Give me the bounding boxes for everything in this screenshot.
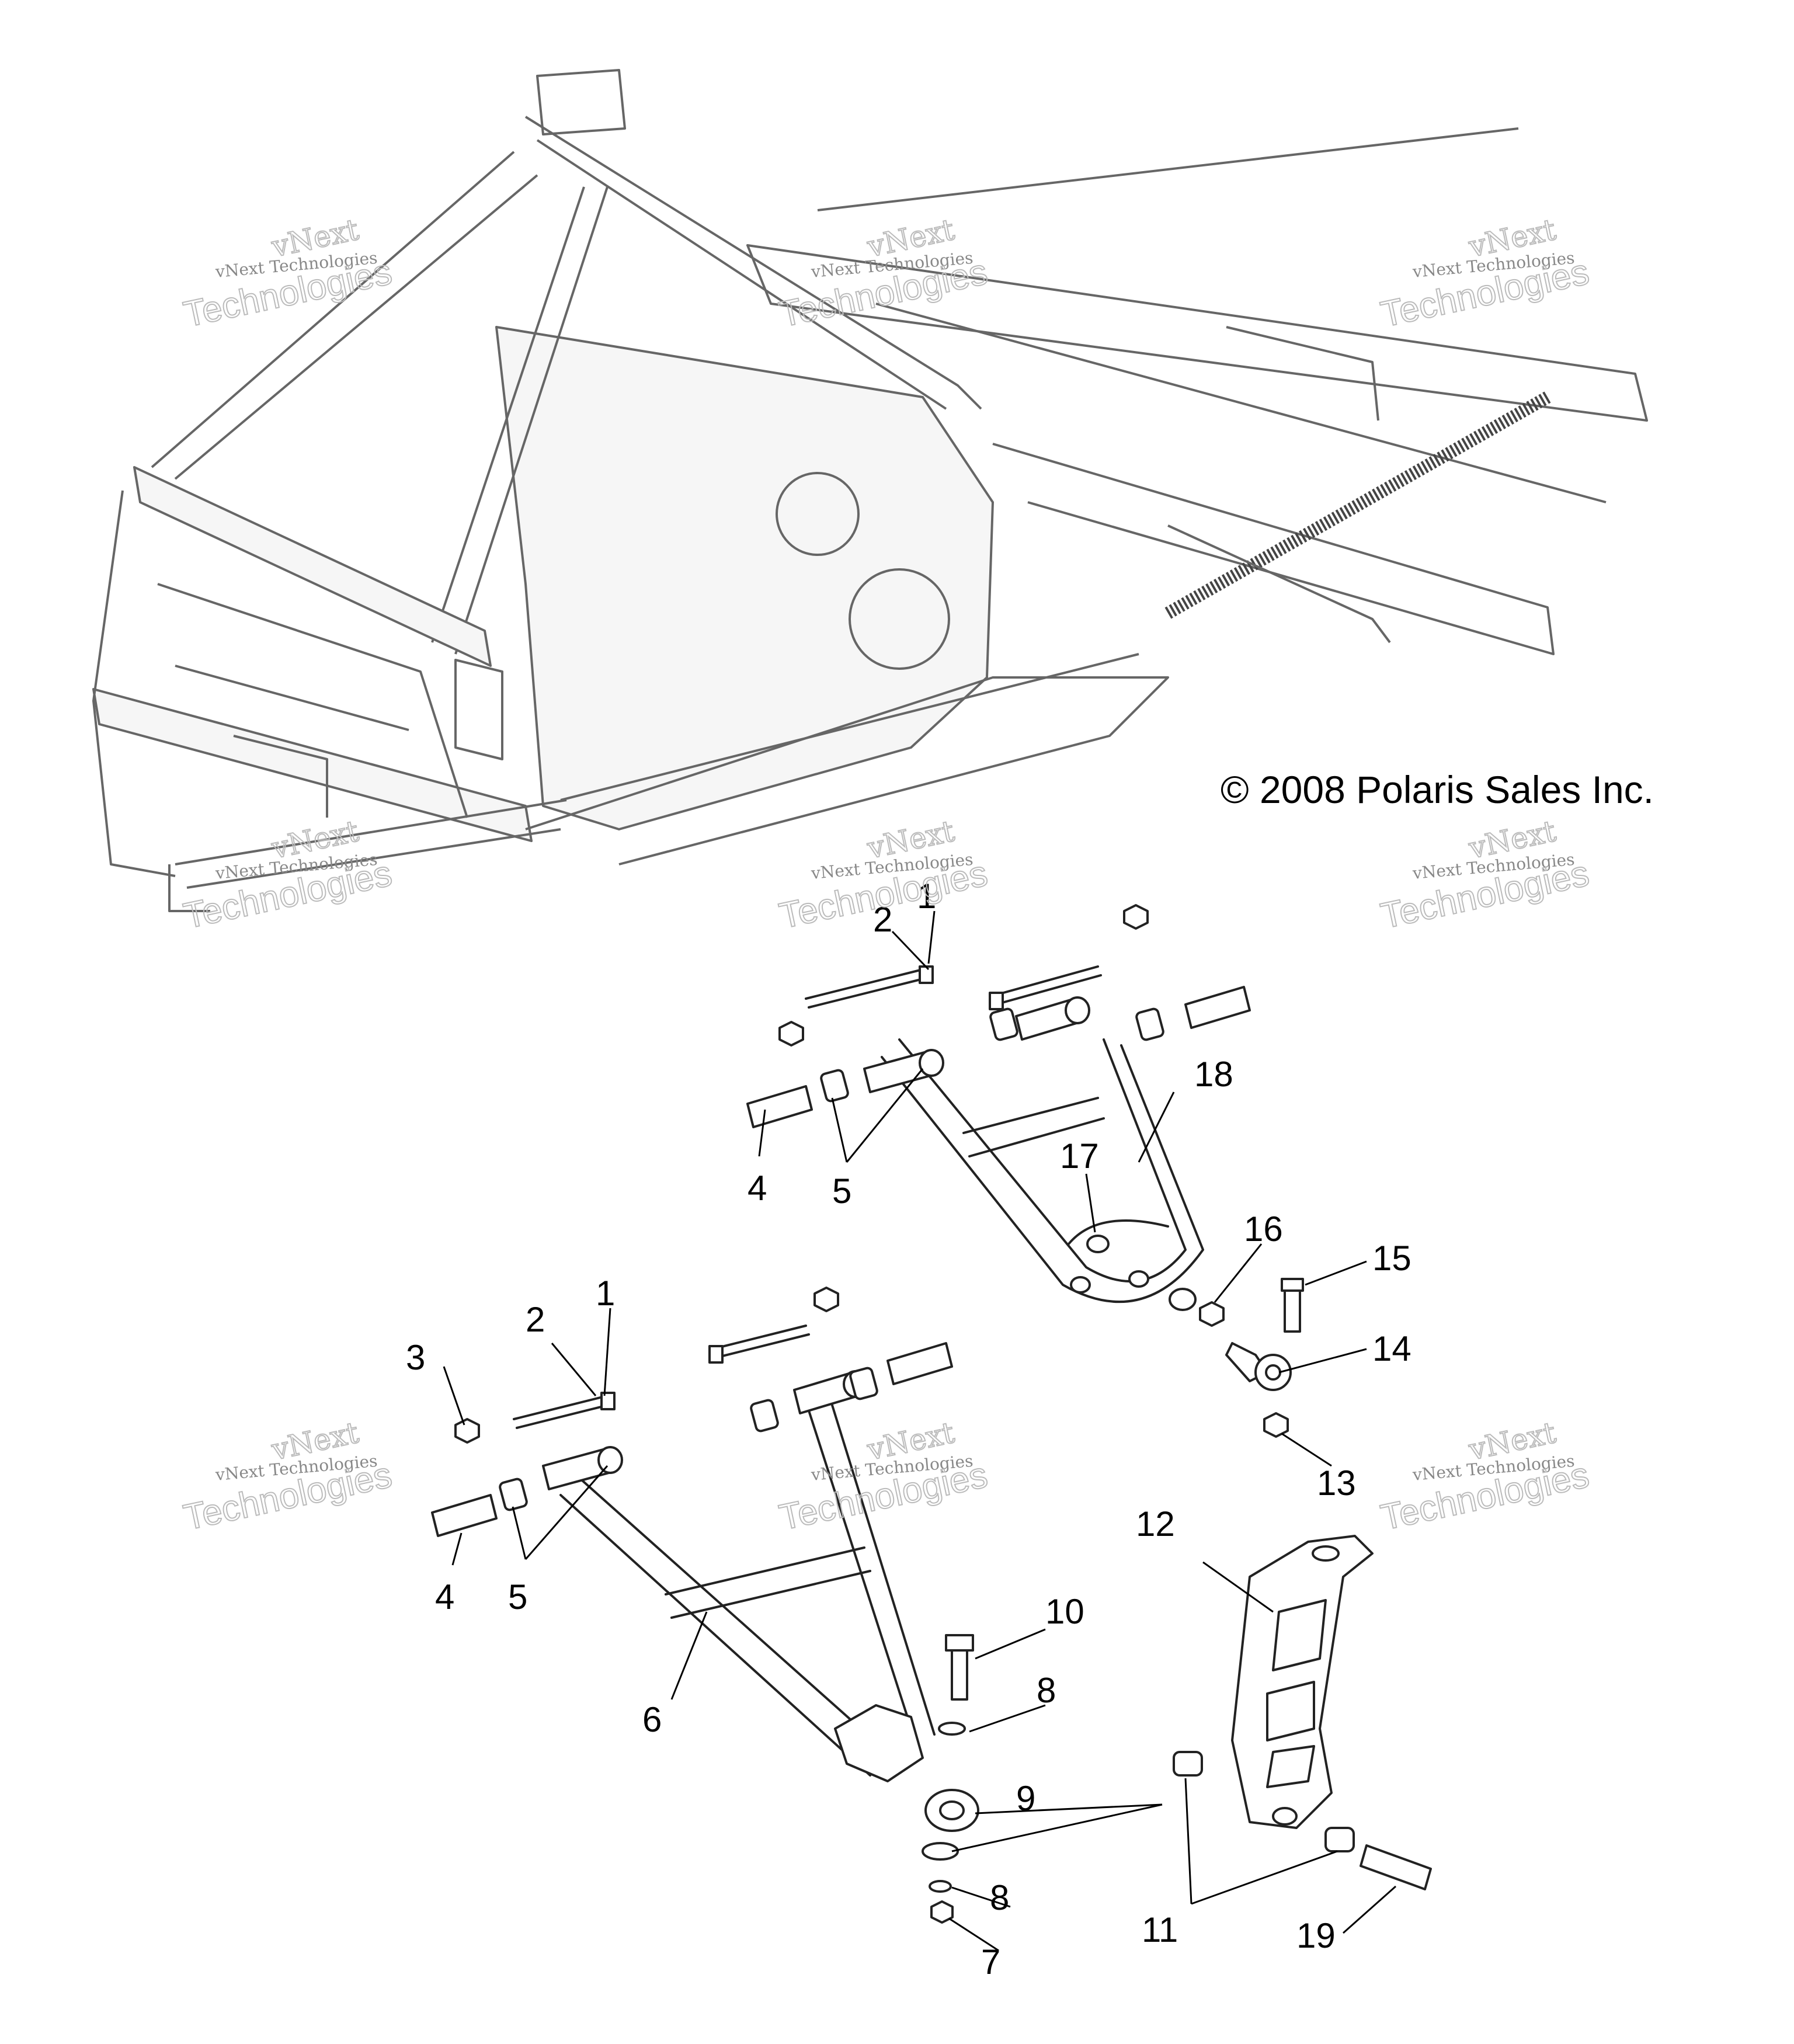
callout-5-upper: 5 [832,1172,851,1211]
callout-5-lower: 5 [508,1577,527,1617]
tie-rod-end [1225,1278,1304,1438]
watermark: vNext vNext Technologies Technologies [180,212,396,336]
watermark: vNext vNext Technologies Technologies [1377,1415,1593,1539]
callout-3: 3 [406,1338,425,1377]
callout-6: 6 [642,1700,662,1739]
callout-14: 14 [1372,1329,1411,1368]
callout-18: 18 [1194,1055,1233,1094]
callout-9: 9 [1016,1779,1035,1818]
watermark: vNext vNext Technologies Technologies [776,212,992,336]
callout-19: 19 [1296,1916,1336,1955]
callout-8-upper: 8 [1037,1671,1056,1710]
callout-2-upper: 2 [873,900,892,939]
callout-17: 17 [1060,1136,1099,1176]
callout-labels: 1 2 4 5 18 17 16 15 14 13 1 2 3 4 5 6 10… [406,877,1411,1982]
callout-2-lower: 2 [526,1300,545,1339]
chassis-frame [92,69,1648,912]
copyright-notice: © 2008 Polaris Sales Inc. [1221,768,1654,811]
callout-4-lower: 4 [435,1577,454,1617]
spindle [1173,1535,1432,1890]
watermark: vNext vNext Technologies Technologies [1377,814,1593,937]
watermark: vNext vNext Technologies Technologies [180,1415,396,1539]
callout-1-lower: 1 [596,1274,615,1313]
callout-8-lower: 8 [990,1878,1009,1917]
watermark: vNext vNext Technologies Technologies [1377,212,1593,336]
callout-12: 12 [1136,1504,1175,1544]
callout-11: 11 [1142,1910,1178,1949]
callout-1-upper: 1 [917,877,936,916]
upper-a-arm [746,904,1251,1327]
watermark: vNext vNext Technologies Technologies [776,1415,992,1539]
callout-7: 7 [981,1942,1000,1982]
lower-a-arm [431,1287,979,1924]
callout-10: 10 [1045,1592,1084,1631]
leader-lines [443,910,1396,1952]
callout-16: 16 [1244,1209,1283,1249]
callout-4-upper: 4 [748,1169,767,1208]
callout-15: 15 [1372,1239,1411,1278]
callout-13: 13 [1317,1464,1356,1503]
